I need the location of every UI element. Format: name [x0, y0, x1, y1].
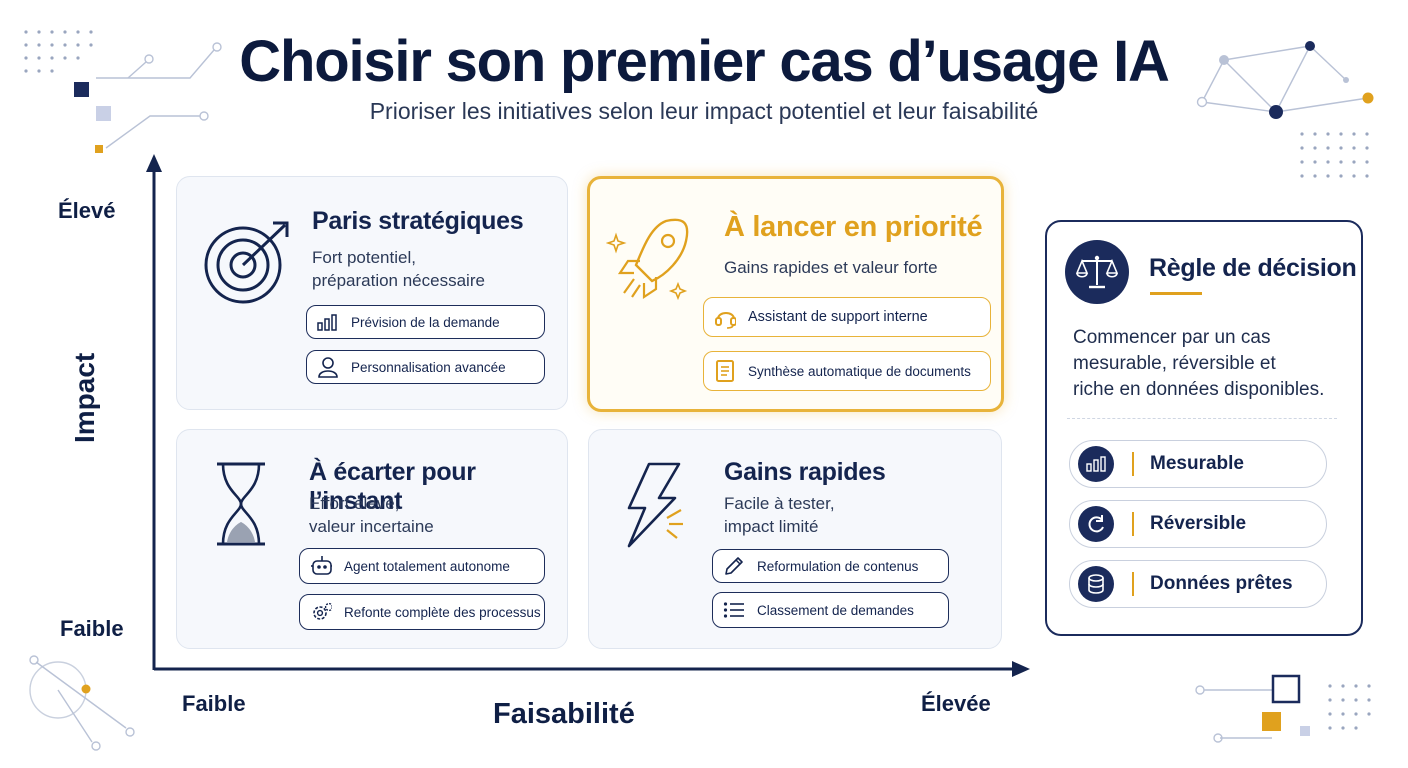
quadrant-quick-wins-desc: Facile à tester, impact limité — [724, 494, 835, 536]
rocket-icon — [606, 218, 689, 301]
bar-chart-icon — [1078, 446, 1114, 482]
bar-chart-icon — [317, 311, 339, 333]
user-icon — [317, 356, 339, 378]
hourglass-icon — [217, 462, 265, 546]
document-icon — [714, 360, 736, 382]
x-axis-high-label: Élevée — [921, 691, 991, 716]
x-axis-title: Faisabilité — [493, 698, 635, 730]
headset-icon — [714, 306, 736, 329]
quadrant-strategic-bets: Paris stratégiques Fort potentiel, prépa… — [176, 176, 568, 410]
quadrant-launch-title: À lancer en priorité — [724, 211, 983, 243]
criterion-data-ready: Données prêtes — [1069, 560, 1327, 608]
use-case-content-rewording: Reformulation de contenus — [712, 549, 949, 583]
decision-rule-title: Règle de décision — [1149, 254, 1357, 282]
use-case-autonomous-agent: Agent totalement autonome — [299, 548, 545, 584]
criterion-measurable: Mesurable — [1069, 440, 1327, 488]
quadrant-quick-wins-title: Gains rapides — [724, 458, 886, 486]
decor-top-right — [1196, 41, 1374, 178]
quadrant-set-aside-desc: Effort élevé, valeur incertaine — [309, 494, 434, 536]
y-axis-low-label: Faible — [60, 616, 124, 641]
quadrant-strategic-desc: Fort potentiel, préparation nécessaire — [312, 248, 485, 290]
decor-bottom-left — [29, 655, 135, 751]
y-axis-title: Impact — [69, 352, 100, 443]
use-case-process-redesign: Refonte complète des processus — [299, 594, 545, 630]
use-case-personalization: Personnalisation avancée — [306, 350, 545, 384]
divider — [1067, 418, 1337, 419]
scales-icon — [1065, 240, 1129, 304]
quadrant-set-aside: À écarter pour l’instant Effort élevé, v… — [176, 429, 568, 649]
decor-bottom-right — [1195, 674, 1371, 743]
use-case-document-summary: Synthèse automatique de documents — [703, 351, 991, 391]
list-icon — [723, 599, 745, 621]
decision-rule-text: Commencer par un cas mesurable, réversib… — [1073, 327, 1325, 400]
criterion-reversible: Réversible — [1069, 500, 1327, 548]
pencil-icon — [723, 555, 745, 577]
quadrant-quick-wins: Gains rapides Facile à tester, impact li… — [588, 429, 1002, 649]
undo-icon — [1078, 506, 1114, 542]
x-axis-low-label: Faible — [182, 691, 246, 716]
quadrant-strategic-title: Paris stratégiques — [312, 207, 524, 235]
use-case-demand-forecast: Prévision de la demande — [306, 305, 545, 339]
target-icon — [204, 221, 289, 304]
axes — [146, 154, 1030, 677]
quadrant-set-aside-title: À écarter pour l’instant — [309, 458, 476, 515]
robot-icon — [310, 555, 332, 577]
page-subtitle: Prioriser les initiatives selon leur imp… — [369, 98, 1039, 124]
use-case-request-sorting: Classement de demandes — [712, 592, 949, 628]
title-underline — [1150, 292, 1202, 295]
gears-icon — [310, 601, 332, 623]
quadrant-launch-desc: Gains rapides et valeur forte — [724, 258, 938, 277]
database-icon — [1078, 566, 1114, 602]
lightning-icon — [627, 462, 683, 548]
quadrant-launch-first: À lancer en priorité Gains rapides et va… — [587, 176, 1004, 412]
y-axis-high-label: Élevé — [58, 198, 116, 223]
decor-top-left — [24, 30, 222, 153]
use-case-support-assistant: Assistant de support interne — [703, 297, 991, 337]
page-title: Choisir son premier cas d’usage IA — [239, 29, 1170, 94]
decision-rule-panel: Règle de décision Commencer par un cas m… — [1045, 220, 1363, 636]
